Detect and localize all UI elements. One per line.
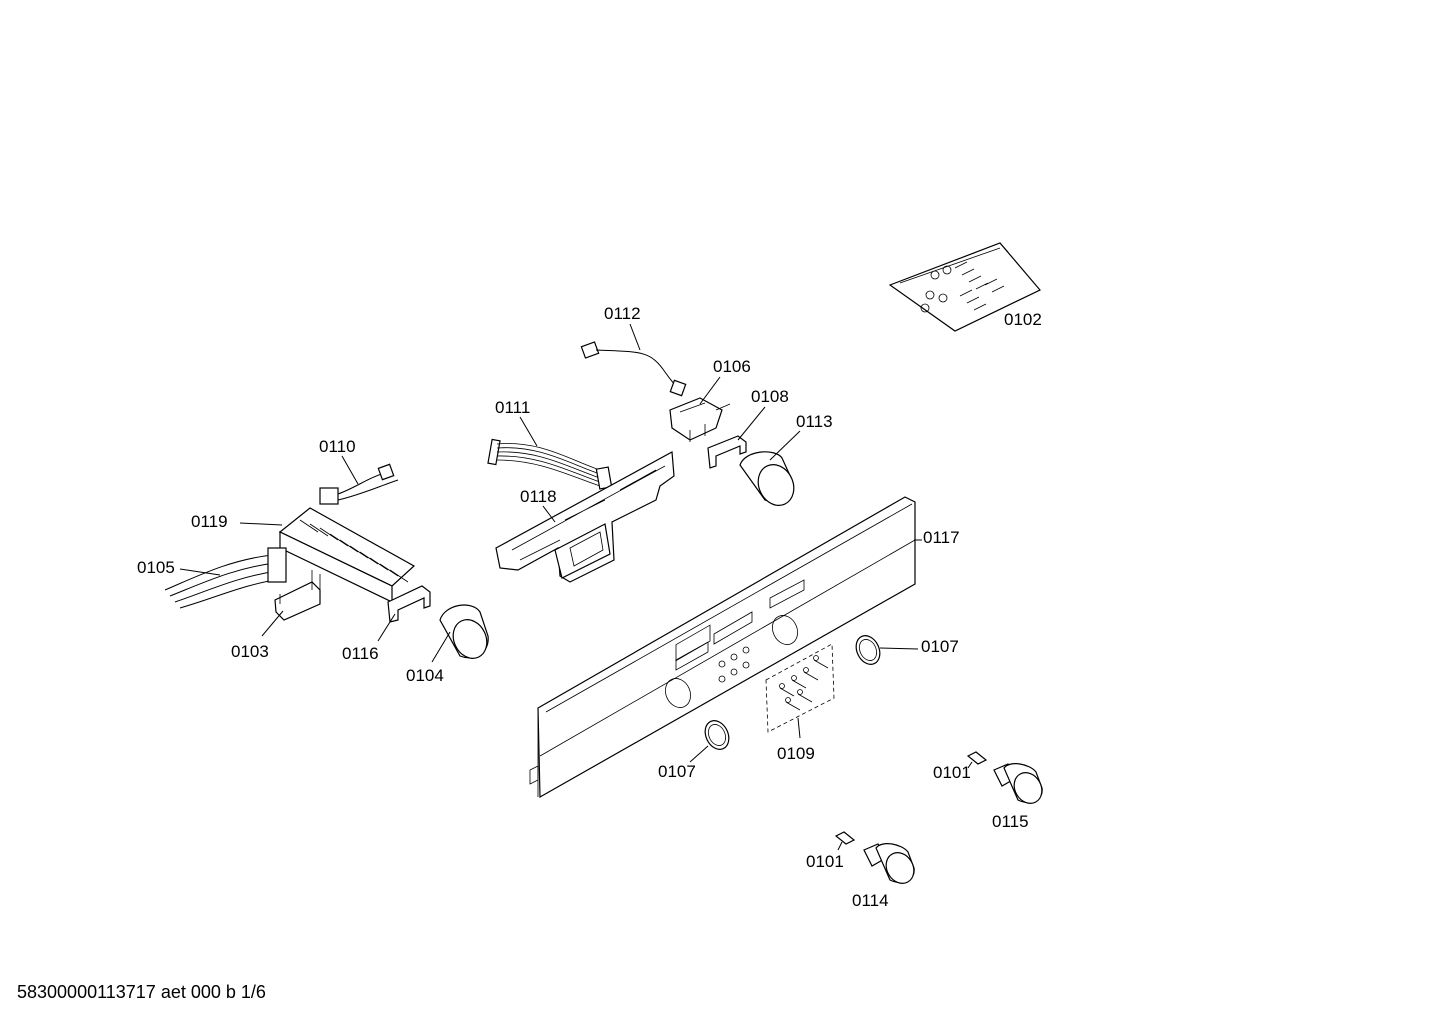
label-0104: 0104: [406, 666, 444, 685]
part-0119-terminal-block: [278, 507, 416, 603]
label-0115: 0115: [992, 812, 1029, 831]
part-0101-cap-upper: [966, 751, 988, 765]
part-0102-screw-bag: [888, 242, 1041, 332]
part-0113-knob-housing: [739, 451, 795, 506]
label-0114: 0114: [852, 891, 889, 910]
label-0103: 0103: [231, 642, 269, 661]
label-0108: 0108: [751, 387, 789, 406]
part-0110-harness: [319, 463, 399, 505]
part-0118-bracket: [495, 451, 675, 583]
part-0107-ring-right: [855, 635, 881, 665]
label-0106: 0106: [713, 357, 751, 376]
label-0101-upper: 0101: [933, 763, 971, 782]
label-0111: 0111: [495, 398, 530, 417]
part-0115-knob: [993, 763, 1043, 804]
part-0103-bracket: [274, 570, 321, 621]
label-0119: 0119: [191, 512, 228, 531]
label-0110: 0110: [319, 437, 356, 456]
part-0106-switch: [669, 397, 731, 442]
label-0102: 0102: [1004, 310, 1042, 329]
part-0117-control-panel: [529, 496, 916, 799]
label-0113: 0113: [796, 412, 833, 431]
part-0116-clip: [387, 585, 431, 623]
part-0107-ring-left: [704, 720, 730, 750]
part-0101-cap-lower: [834, 831, 856, 845]
part-0104-knob-housing: [439, 604, 489, 659]
part-0105-wires: [164, 547, 287, 609]
part-0112-cable: [580, 341, 687, 397]
part-0108-clip: [707, 435, 747, 469]
part-0109-screws: [765, 643, 835, 733]
label-0107-left: 0107: [658, 762, 696, 781]
label-0109: 0109: [777, 744, 815, 763]
label-0118: 0118: [520, 487, 557, 506]
label-0116: 0116: [342, 644, 379, 663]
part-0111-ribbon-cable: [487, 438, 613, 490]
label-0105: 0105: [137, 558, 175, 577]
part-0114-knob: [863, 843, 915, 884]
drawing-number: 58300000113717 aet 000 b 1/6: [17, 982, 266, 1002]
label-0101-lower: 0101: [806, 852, 844, 871]
label-0107-right: 0107: [921, 637, 959, 656]
label-0117: 0117: [923, 528, 960, 547]
label-0112: 0112: [604, 304, 641, 323]
